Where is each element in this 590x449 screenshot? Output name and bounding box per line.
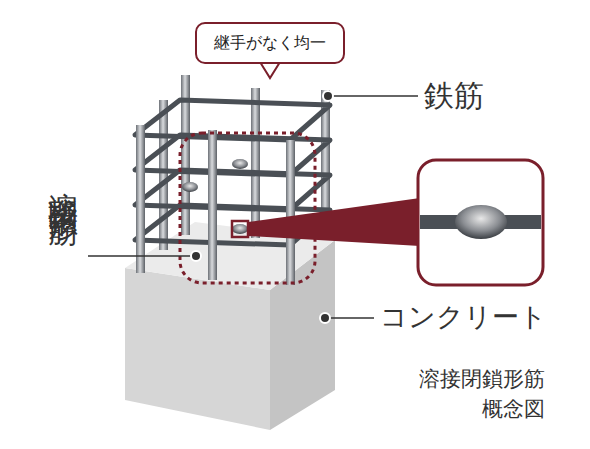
rebar-front (136, 125, 295, 285)
callout-text: 継手がなく均一 (214, 33, 326, 54)
highlight-area (180, 133, 315, 283)
callout-pointer (260, 62, 280, 78)
callout-bubble: 継手がなく均一 (195, 22, 345, 64)
rebar-label: 鉄筋 (424, 76, 484, 117)
leader-dot (191, 91, 333, 323)
leader-line (88, 96, 418, 318)
concrete-block (125, 222, 335, 430)
hoop-label: 溶接閉鎖形筋 (42, 168, 83, 198)
zoom-detail (418, 160, 543, 285)
zoom-wedge (248, 198, 420, 246)
caption: 溶接閉鎖形筋 概念図 (400, 364, 545, 425)
zoom-marker (232, 221, 248, 237)
concrete-label: コンクリート (380, 299, 547, 335)
